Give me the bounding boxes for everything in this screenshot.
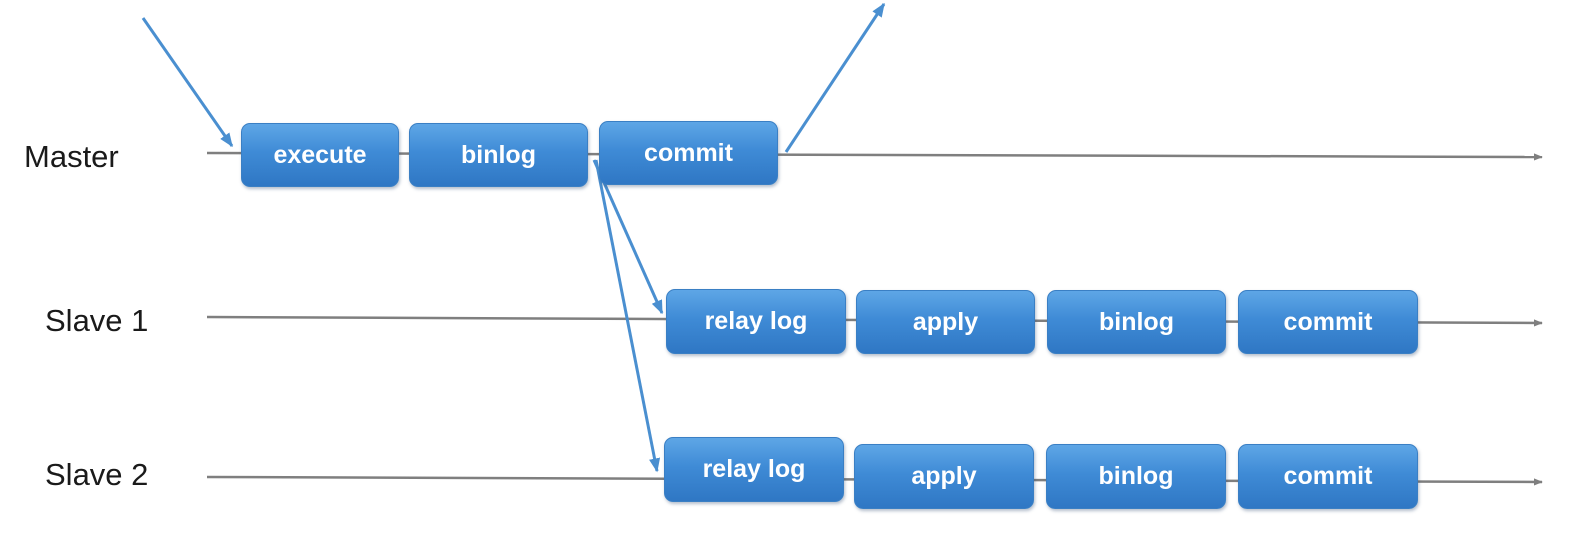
slave-1-relay-log-step: relay log bbox=[666, 289, 846, 354]
slave-1-commit-step: commit bbox=[1238, 290, 1418, 354]
slave-2-relay-log-step: relay log bbox=[664, 437, 844, 502]
replicate-to-slave-1-arrow bbox=[592, 159, 664, 315]
master-binlog-step: binlog bbox=[409, 123, 588, 187]
slave-2-commit-step: commit bbox=[1238, 444, 1418, 509]
slave-2-label: Slave 2 bbox=[45, 457, 149, 492]
replicate-to-slave-2-arrow bbox=[594, 159, 661, 473]
incoming-arrow bbox=[141, 17, 234, 148]
outgoing-arrow bbox=[784, 2, 886, 153]
master-timeline bbox=[206, 151, 1543, 161]
slave-2-apply-step: apply bbox=[854, 444, 1034, 509]
master-execute-step: execute bbox=[241, 123, 399, 187]
slave-1-label: Slave 1 bbox=[45, 303, 149, 338]
master-commit-step: commit bbox=[599, 121, 778, 185]
slave-1-binlog-step: binlog bbox=[1047, 290, 1226, 354]
slave-1-apply-step: apply bbox=[856, 290, 1035, 354]
slave-2-binlog-step: binlog bbox=[1046, 444, 1226, 509]
master-label: Master bbox=[24, 139, 119, 174]
